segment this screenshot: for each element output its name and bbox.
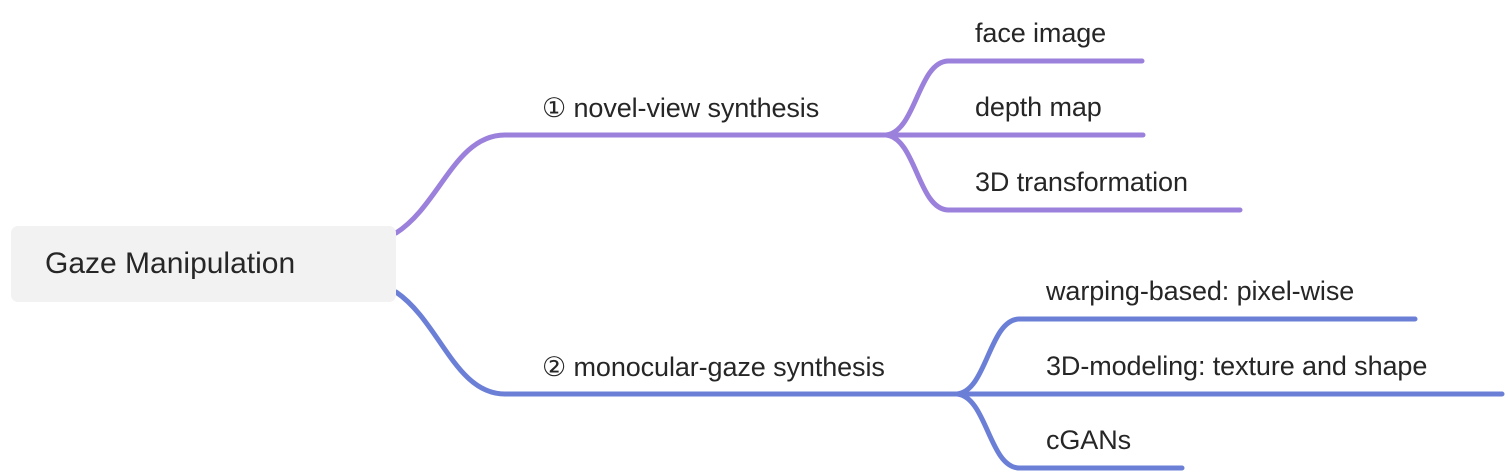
leaf-label-warping-based[interactable]: warping-based: pixel-wise	[1046, 276, 1355, 306]
leaf-label-face-image[interactable]: face image	[975, 18, 1107, 48]
root-node-label: Gaze Manipulation	[45, 247, 296, 280]
leaf-label-cgans[interactable]: cGANs	[1046, 425, 1132, 455]
branch-label-novel-view-synthesis[interactable]: ① novel-view synthesis	[542, 93, 820, 123]
connector-root-to-branch-1	[393, 132, 889, 236]
root-node[interactable]: Gaze Manipulation	[11, 226, 396, 302]
branch-label-monocular-gaze-synthesis[interactable]: ② monocular-gaze synthesis	[542, 352, 885, 382]
leaf-label-3d-modeling[interactable]: 3D-modeling: texture and shape	[1046, 351, 1428, 381]
leaf-label-3d-transformation[interactable]: 3D transformation	[975, 167, 1188, 197]
leaf-label-depth-map[interactable]: depth map	[975, 92, 1102, 122]
